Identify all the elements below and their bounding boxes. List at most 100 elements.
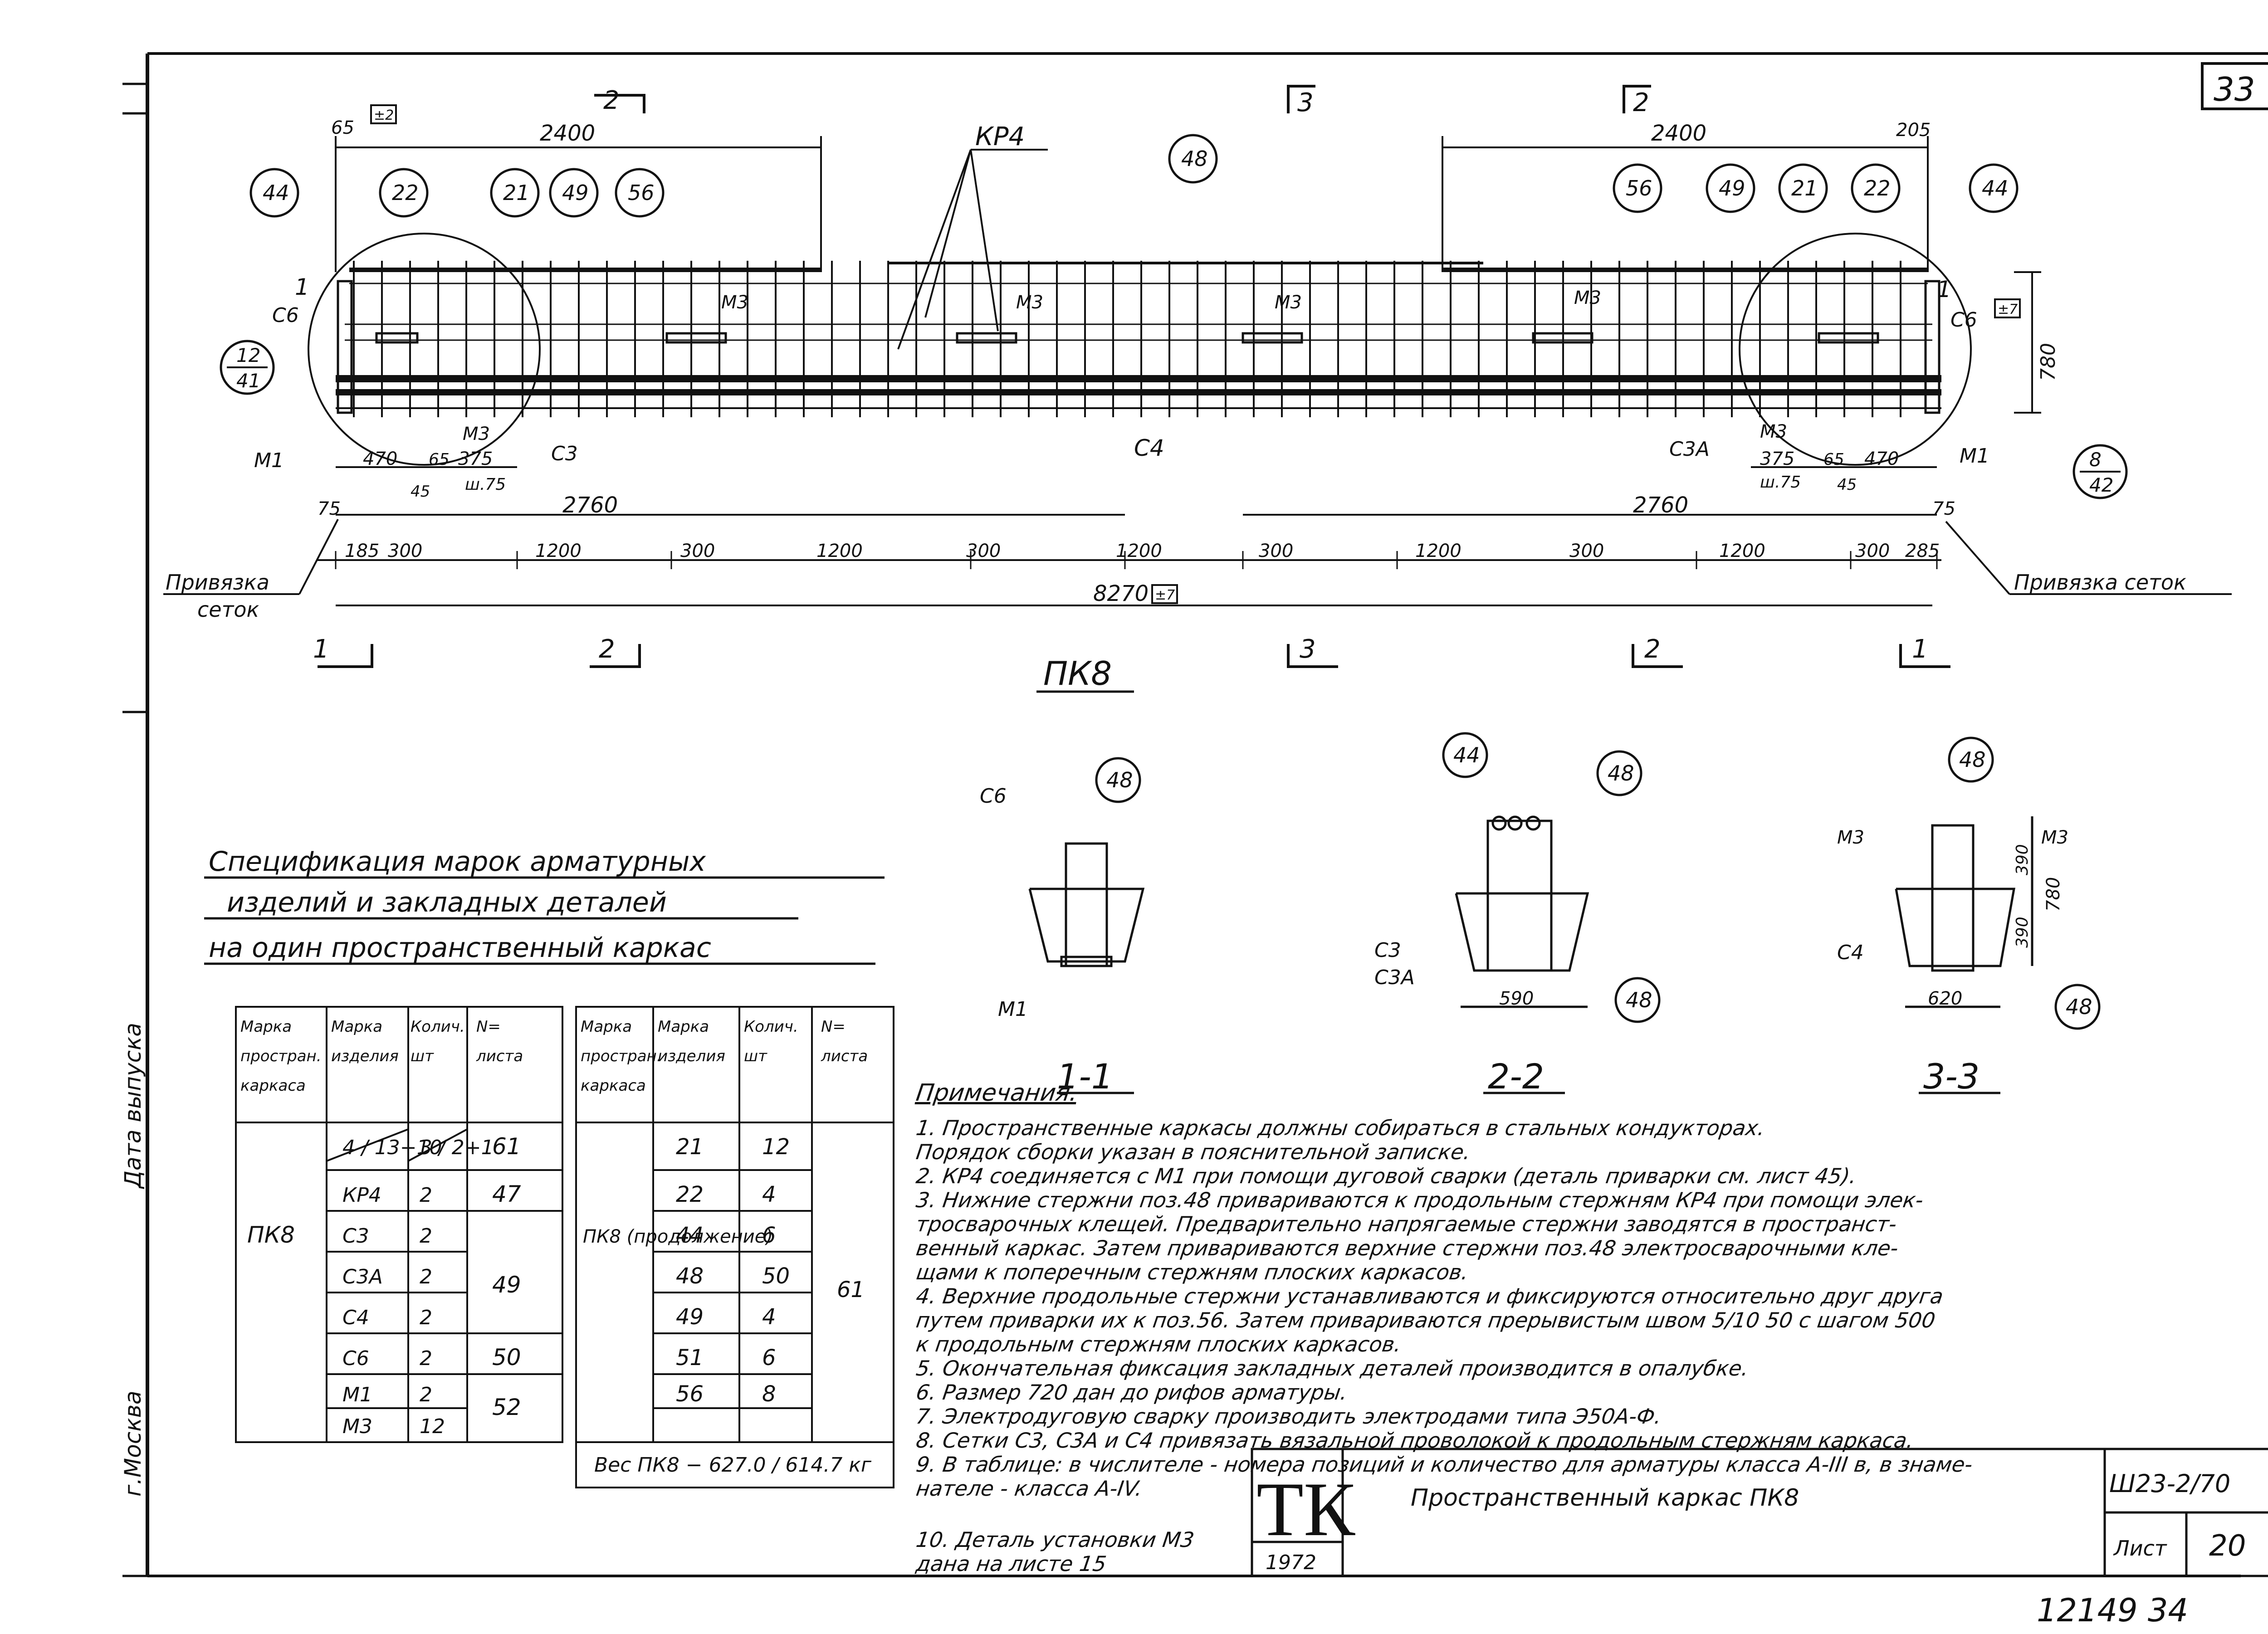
callout-number: 44 <box>1453 743 1480 767</box>
callout-left-44: 44 <box>249 168 299 218</box>
spec-table-left <box>235 1006 563 1443</box>
note-line: 1. Пространственные каркасы должны собир… <box>914 1116 1767 1140</box>
section-2-callout-48a: 48 <box>1596 750 1642 796</box>
spec-header: N= <box>476 1018 501 1036</box>
callout-number: 49 <box>1719 176 1745 200</box>
section-3-tag-m3b: М3 <box>2041 827 2068 848</box>
corner-number: 33 <box>2214 70 2255 108</box>
dim-375-left: 375 <box>458 449 493 469</box>
title-block-title: Пространственный каркас ПК8 <box>1411 1484 1799 1512</box>
svg-text:42: 42 <box>2089 474 2113 496</box>
callout-number: 48 <box>1106 768 1133 792</box>
callout-number: 56 <box>1626 176 1652 200</box>
note-line: 4. Верхние продольные стержни устанавлив… <box>914 1284 1945 1308</box>
section-1-1 <box>1028 842 1145 967</box>
note-line: нателе - класса А-IV. <box>914 1476 1144 1501</box>
label-m3-mid3: М3 <box>1275 292 1302 313</box>
side-label-date: Дата выпуска <box>120 1023 146 1189</box>
dim-row2-value: 1200 <box>1415 541 1461 561</box>
dim-row2-value: 300 <box>1569 541 1604 561</box>
callout-right-22: 22 <box>1851 163 1901 213</box>
cut-mark-bottom-1b: 1 <box>1912 634 1928 664</box>
section-1-tag-c6: С6 <box>980 785 1007 808</box>
svg-text:41: 41 <box>236 370 260 392</box>
spec-left-sheet: 50 <box>492 1344 521 1371</box>
callout-right-44: 44 <box>1969 163 2019 213</box>
dim-2760-left: 2760 <box>562 493 618 518</box>
sheet-frame <box>122 52 2268 1577</box>
section-2-tag-c3a: С3А <box>1374 966 1415 989</box>
section-3-dim-v1: 390 <box>2013 844 2032 875</box>
dim-row2-value: 300 <box>1259 541 1293 561</box>
section-2-dim: 590 <box>1499 988 1534 1009</box>
spec-right-qty: 6 <box>762 1345 776 1371</box>
note-line: дана на листе 15 <box>914 1551 1108 1576</box>
spec-right-mark: 49 <box>676 1304 704 1330</box>
callout-left-56: 56 <box>615 168 665 218</box>
cut-mark-bottom-2: 2 <box>599 634 615 664</box>
spec-left-mark: М3 <box>342 1415 372 1438</box>
label-one-left: 1 <box>295 274 309 300</box>
note-line: щами к поперечным стержням плоских карка… <box>914 1260 1470 1284</box>
dim-row2-value: 1200 <box>1116 541 1162 561</box>
spec-right-qty: 4 <box>762 1182 776 1207</box>
dim-total: 8270 <box>1093 581 1149 606</box>
spec-left-qty: 2 <box>420 1306 432 1329</box>
note-line: 5. Окончательная фиксация закладных дета… <box>914 1356 1750 1380</box>
dim-row2-value: 185 <box>345 541 379 561</box>
callout-right-56: 56 <box>1613 163 1662 213</box>
frame-label-kr4: КР4 <box>975 122 1025 151</box>
spec-left-qty: 12 <box>420 1415 445 1438</box>
spec-right-qty: 4 <box>762 1304 776 1330</box>
note-line: Порядок сборки указан в пояснительной за… <box>914 1140 1472 1164</box>
spec-left-qty: 2 <box>420 1347 432 1370</box>
callout-left-22: 22 <box>379 168 429 218</box>
spec-title-1: Спецификация марок арматурных <box>209 846 706 878</box>
section-1-callout-48: 48 <box>1095 757 1141 803</box>
title-series: Ш23-2/70 <box>2109 1469 2230 1498</box>
elevation-view <box>308 233 1972 466</box>
dim-top-left-small: 65 <box>331 117 354 138</box>
spec-right-mark: 56 <box>676 1381 704 1407</box>
callout-mid-48: 48 <box>1168 134 1218 184</box>
callout-number: 48 <box>1626 988 1652 1012</box>
svg-text:12: 12 <box>236 344 260 366</box>
callout-number: 48 <box>2066 995 2092 1019</box>
cut-mark-bottom-3: 3 <box>1300 634 1316 664</box>
spec-header: изделия <box>331 1047 399 1065</box>
note-line: 8. Сетки С3, С3А и С4 привязать вязально… <box>914 1428 1916 1453</box>
section-3-dim-v3: 780 <box>2043 877 2064 912</box>
binding-left-1: Привязка <box>166 570 269 595</box>
spec-left-qty: 2 <box>420 1184 432 1207</box>
binding-left-2: сеток <box>197 597 259 622</box>
label-m3-left: М3 <box>463 424 490 444</box>
spec-right-sheet: 61 <box>837 1277 865 1302</box>
dim-row2-value: 1200 <box>1719 541 1765 561</box>
dim-row2-value: 300 <box>680 541 715 561</box>
spec-header: N= <box>821 1018 846 1036</box>
elevation-title: ПК8 <box>1043 654 1112 693</box>
spec-title-2: изделий и закладных деталей <box>227 887 667 918</box>
note-line: путем приварки их к поз.56. Затем привар… <box>914 1308 1937 1332</box>
detail-circle-left <box>308 233 541 466</box>
spec-weight: Вес ПК8 − 627.0 / 614.7 кг <box>594 1454 872 1477</box>
spec-title-3: на один пространственный каркас <box>209 932 711 964</box>
dim-65-left: 65 <box>429 450 450 469</box>
spec-right-qty: 50 <box>762 1263 790 1289</box>
spec-right-qty: 12 <box>762 1134 790 1160</box>
note-line: 6. Размер 720 дан до рифов арматуры. <box>914 1380 1349 1405</box>
section-2-callout-44: 44 <box>1442 732 1488 778</box>
spec-left-qty: 3 / 2+1 <box>420 1136 494 1159</box>
title-block <box>1251 1448 2268 1577</box>
spec-left-mark: 4 / 13+10 <box>342 1136 442 1159</box>
note-line: тросварочных клещей. Предварительно напр… <box>914 1212 1898 1236</box>
spec-left-mark: КР4 <box>342 1184 381 1207</box>
cut-mark-bottom-1: 1 <box>313 634 329 664</box>
dim-row2-value: 285 <box>1905 541 1940 561</box>
label-c4: С4 <box>1134 435 1164 461</box>
spec-left-sheet: 52 <box>492 1394 521 1420</box>
